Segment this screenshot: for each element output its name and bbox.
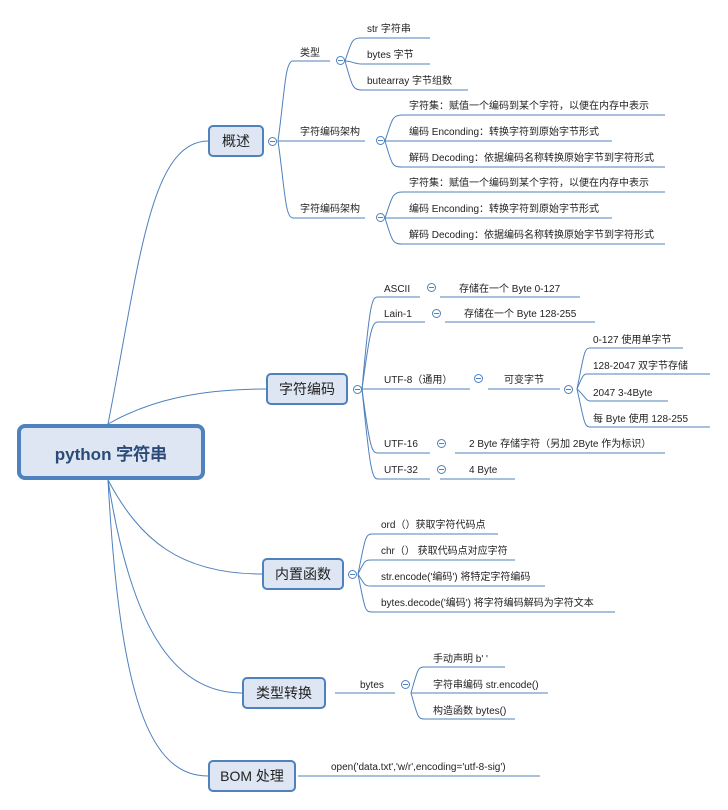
collapse-minus-icon[interactable]	[376, 136, 385, 145]
leaf-str-encode[interactable]: str.encode('编码') 将特定字符编码	[381, 572, 531, 583]
subnode-latin[interactable]: Lain-1	[384, 309, 412, 320]
leaf-arch1-charset[interactable]: 字符集：赋值一个编码到某个字符，以便在内存中表示	[409, 101, 649, 112]
leaf-utf16-value[interactable]: 2 Byte 存储字符（另加 2Byte 作为标识）	[469, 439, 652, 450]
collapse-minus-icon[interactable]	[437, 465, 446, 474]
leaf-latin-value[interactable]: 存储在一个 Byte 128-255	[464, 309, 577, 320]
leaf-utf8-range3[interactable]: 2047 3-4Byte	[593, 388, 653, 399]
branch-convert[interactable]: 类型转换	[242, 677, 326, 709]
collapse-minus-icon[interactable]	[564, 385, 573, 394]
leaf-bom-open[interactable]: open('data.txt','w/r',encoding='utf-8-si…	[331, 762, 506, 773]
leaf-arch2-decoding[interactable]: 解码 Decoding：依据编码名称转换原始字节到字符形式	[409, 230, 655, 241]
subnode-type[interactable]: 类型	[300, 48, 320, 59]
leaf-utf32-value[interactable]: 4 Byte	[469, 465, 498, 476]
leaf-arch1-decoding[interactable]: 解码 Decoding：依据编码名称转换原始字节到字符形式	[409, 153, 655, 164]
subnode-arch1[interactable]: 字符编码架构	[300, 127, 360, 138]
leaf-bytes-constructor[interactable]: 构造函数 bytes()	[433, 706, 507, 717]
leaf-bytes-encode[interactable]: 字符串编码 str.encode()	[433, 680, 539, 691]
branch-overview-label: 概述	[222, 133, 250, 149]
leaf-bytearray[interactable]: butearray 字节组数	[367, 76, 453, 87]
collapse-minus-icon[interactable]	[353, 385, 362, 394]
collapse-minus-icon[interactable]	[336, 56, 345, 65]
branch-builtins[interactable]: 内置函数	[262, 558, 344, 590]
leaf-arch2-encoding[interactable]: 编码 Enconding：转换字符到原始字节形式	[409, 204, 600, 215]
leaf-utf8-range4[interactable]: 每 Byte 使用 128-255	[593, 414, 689, 425]
branch-encoding[interactable]: 字符编码	[266, 373, 348, 405]
collapse-minus-icon[interactable]	[401, 680, 410, 689]
leaf-bytes[interactable]: bytes 字节	[367, 50, 414, 61]
branch-encoding-label: 字符编码	[279, 381, 335, 397]
subnode-bytes[interactable]: bytes	[360, 680, 384, 691]
collapse-minus-icon[interactable]	[427, 283, 436, 292]
branch-convert-label: 类型转换	[256, 685, 312, 701]
subnode-utf16[interactable]: UTF-16	[384, 439, 418, 450]
subnode-arch2[interactable]: 字符编码架构	[300, 204, 360, 215]
leaf-bytes-decode[interactable]: bytes.decode('编码') 将字符编码解码为字符文本	[381, 598, 594, 609]
branch-bom-label: BOM 处理	[220, 768, 284, 784]
root-label: python 字符串	[54, 444, 168, 464]
leaf-arch1-encoding[interactable]: 编码 Enconding：转换字符到原始字节形式	[409, 127, 600, 138]
leaf-chr[interactable]: chr（） 获取代码点对应字符	[381, 546, 508, 557]
leaf-ascii-value[interactable]: 存储在一个 Byte 0-127	[459, 284, 561, 295]
leaf-arch2-charset[interactable]: 字符集：赋值一个编码到某个字符，以便在内存中表示	[409, 178, 649, 189]
collapse-minus-icon[interactable]	[437, 439, 446, 448]
root-node[interactable]: python 字符串	[17, 424, 205, 480]
branch-overview[interactable]: 概述	[208, 125, 264, 157]
collapse-minus-icon[interactable]	[268, 137, 277, 146]
collapse-minus-icon[interactable]	[376, 213, 385, 222]
branch-builtins-label: 内置函数	[275, 566, 331, 582]
leaf-utf8-range2[interactable]: 128-2047 双字节存储	[593, 361, 689, 372]
collapse-minus-icon[interactable]	[348, 570, 357, 579]
collapse-minus-icon[interactable]	[474, 374, 483, 383]
leaf-ord[interactable]: ord（）获取字符代码点	[381, 520, 486, 531]
subnode-utf8[interactable]: UTF-8（通用）	[384, 375, 453, 386]
subnode-utf8-variable[interactable]: 可变字节	[504, 375, 544, 386]
leaf-utf8-range1[interactable]: 0-127 使用单字节	[593, 335, 672, 346]
leaf-bytes-literal[interactable]: 手动声明 b' '	[433, 654, 488, 665]
subnode-ascii[interactable]: ASCII	[384, 284, 411, 295]
collapse-minus-icon[interactable]	[432, 309, 441, 318]
subnode-utf32[interactable]: UTF-32	[384, 465, 418, 476]
branch-bom[interactable]: BOM 处理	[208, 760, 296, 792]
leaf-str[interactable]: str 字符串	[367, 24, 411, 35]
